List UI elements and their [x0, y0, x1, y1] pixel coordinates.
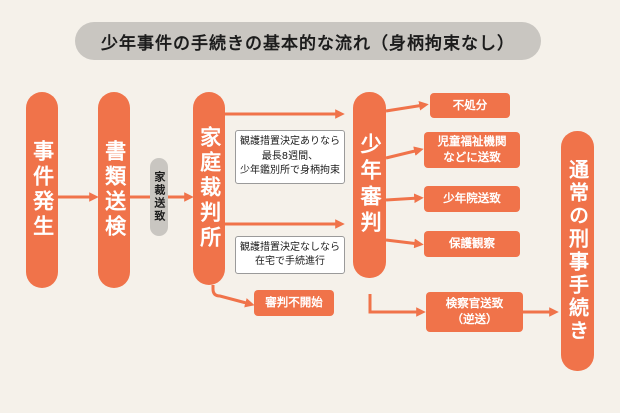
outcome-kensatsukan-souchi: 検察官送致 （逆送） [426, 292, 523, 332]
node-label: 少年審判 [358, 133, 383, 237]
outcome-shonenin-souchi: 少年院送致 [424, 186, 520, 212]
outcome-label: 少年院送致 [443, 191, 501, 206]
node-label: 事件発生 [30, 140, 55, 240]
node-label: 書類送検 [102, 140, 127, 240]
note-line: 観護措置決定ありなら [240, 136, 340, 148]
node-label: 通常の刑事手続き [565, 159, 590, 343]
note-line: 最長8週間、 [261, 150, 319, 162]
note-line: 在宅で手続進行 [255, 256, 325, 267]
note-line: 少年鑑別所で身柄拘束 [240, 165, 340, 177]
node-katei-saibansho: 家庭裁判所 [193, 92, 225, 285]
outcome-fushobun: 不処分 [430, 93, 510, 118]
outcome-label-line: 検察官送致 [445, 296, 504, 311]
arrow-to-hogo [385, 238, 424, 249]
arrow-katei-to-fukaishi [211, 285, 255, 308]
label-kasai-souchi: 家裁送致 [150, 158, 168, 236]
outcome-hogo-kansatsu: 保護観察 [424, 231, 520, 257]
outcome-label-line: （逆送） [451, 312, 498, 326]
outcome-label-line: などに送致 [443, 150, 501, 164]
node-shonen-shinpan: 少年審判 [353, 92, 386, 278]
arrow-to-fushobun [385, 101, 429, 113]
node-shorui-souken: 書類送検 [98, 92, 130, 288]
note-kango-nashi: 観護措置決定なしなら 在宅で手続進行 [235, 236, 345, 274]
arrow-to-kensatsu [368, 294, 426, 317]
outcome-shinpan-fukaishi: 審判不開始 [254, 290, 334, 316]
page-title: 少年事件の手続きの基本的な流れ（身柄拘束なし） [75, 22, 541, 60]
outcome-jido-fukushi: 児童福祉機関 などに送致 [424, 132, 520, 168]
node-jiken-hassei: 事件発生 [26, 92, 58, 288]
note-kango-ari: 観護措置決定ありなら 最長8週間、 少年鑑別所で身柄拘束 [235, 130, 345, 184]
node-tsujo-keiji: 通常の刑事手続き [561, 131, 594, 371]
outcome-label: 保護観察 [449, 236, 495, 251]
arrow-to-shonenin [385, 193, 424, 204]
kasai-souchi-text: 家裁送致 [152, 171, 166, 223]
outcome-label-line: 児童福祉機関 [437, 134, 507, 149]
outcome-label: 審判不開始 [265, 295, 323, 310]
node-label: 家庭裁判所 [197, 126, 222, 251]
outcome-label: 不処分 [452, 97, 488, 112]
note-line: 観護措置決定なしなら [240, 241, 340, 253]
arrow-to-jido [385, 146, 424, 160]
